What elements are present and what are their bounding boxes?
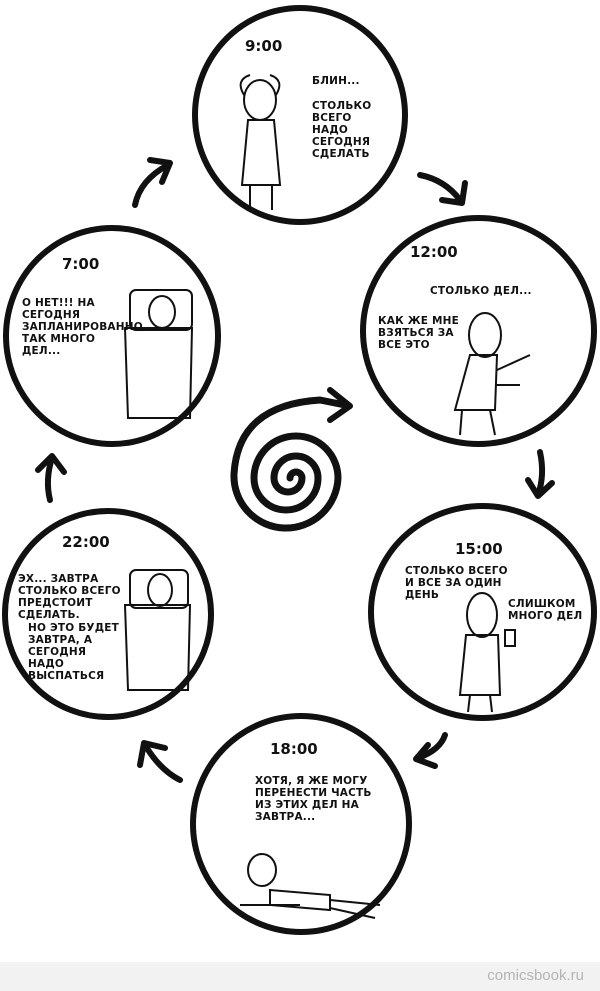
speech-text: Столько всего надо сегодня сделать — [312, 100, 372, 160]
arrow-icon — [132, 157, 173, 208]
speech-text: Хотя, я же могу перенести часть из этих … — [255, 775, 372, 823]
panel-time: 22:00 — [62, 533, 110, 551]
speech-text: Слишком много дел — [508, 598, 583, 622]
arrow-icon — [413, 732, 448, 769]
character-figure — [239, 74, 282, 210]
footer-bar: comicsbook.ru — [0, 962, 600, 991]
speech-text: Но это будет завтра, а сегодня надо высп… — [28, 622, 120, 682]
panel-time: 12:00 — [410, 243, 458, 261]
watermark: comicsbook.ru — [487, 967, 584, 984]
bed-icon — [123, 569, 192, 691]
speech-text: Блин... — [312, 75, 360, 87]
character-figure — [240, 853, 381, 919]
panel-12-00 — [360, 215, 597, 447]
spiral-icon — [230, 396, 349, 532]
panel-time: 18:00 — [270, 740, 318, 758]
panel-time: 15:00 — [455, 540, 503, 558]
arrow-icon — [137, 740, 183, 783]
arrow-icon — [35, 453, 67, 503]
comic-artwork — [35, 74, 555, 919]
panel-time: 9:00 — [245, 37, 283, 55]
speech-text: О нет!!! На сегодня запланированно так м… — [22, 297, 143, 357]
character-figure — [453, 312, 531, 436]
speech-text: Столько дел... — [430, 285, 532, 297]
panel-time: 7:00 — [62, 255, 100, 273]
character-figure — [458, 592, 516, 713]
speech-text: Как же мне взяться за все это — [378, 315, 460, 351]
panel-22-00 — [2, 508, 214, 720]
panel-9-00 — [192, 5, 408, 225]
speech-text: Эх... завтра столько всего предстоит сде… — [18, 573, 121, 621]
speech-text: Столько всего и все за один день — [405, 565, 508, 601]
arrow-icon — [417, 172, 468, 206]
panel-15-00 — [368, 503, 597, 721]
bed-icon — [123, 289, 194, 419]
panel-18-00 — [190, 713, 412, 935]
arrow-icon — [525, 449, 555, 499]
panel-7-00 — [3, 225, 221, 447]
